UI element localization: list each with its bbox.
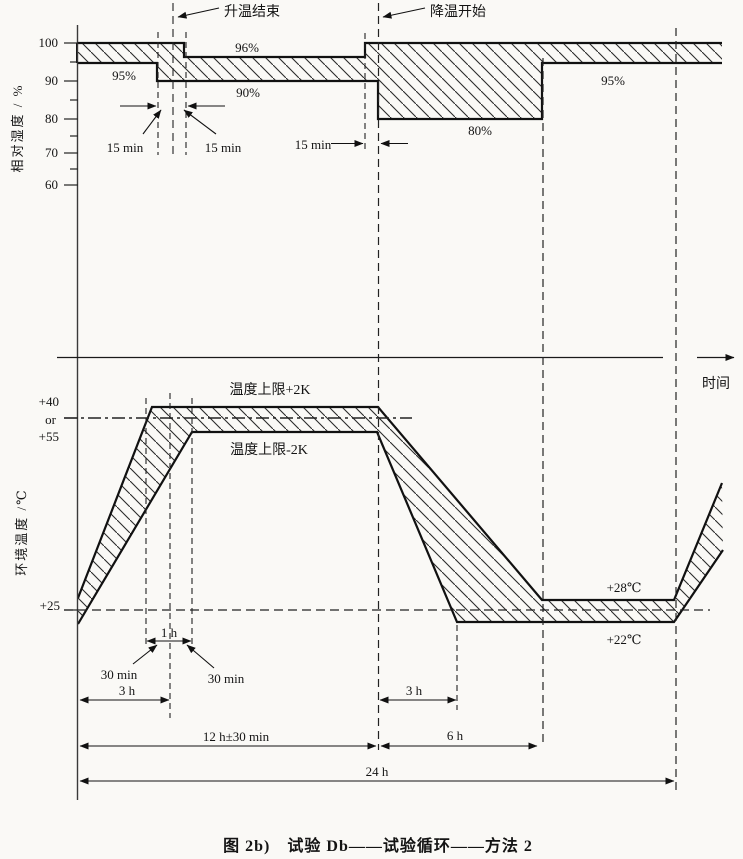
- humidity-tick-100: 100: [39, 35, 59, 50]
- dim-3h-right-label: 3 h: [406, 683, 423, 698]
- min30-right-label: 30 min: [208, 671, 245, 686]
- min15-a-label: 15 min: [107, 140, 144, 155]
- band-90-label: 90%: [236, 85, 260, 100]
- upper-minus2k-label: 温度上限-2K: [230, 442, 308, 458]
- reference-lines: [64, 3, 710, 792]
- min15b-leader: [183, 109, 217, 135]
- temp-tick-plus55: +55: [39, 429, 59, 444]
- t22-label: +22℃: [607, 632, 642, 647]
- fall-start-label: 降温开始: [430, 4, 486, 20]
- rise-end-label: 升温结束: [224, 4, 280, 20]
- band-95-left-label: 95%: [112, 68, 136, 83]
- humidity-tick-80: 80: [45, 111, 58, 126]
- dim-1h-label: 1 h: [161, 625, 178, 640]
- temp-tick-plus40: +40: [39, 394, 59, 409]
- humidity-axis-ticks: [64, 42, 78, 186]
- t28-label: +28℃: [607, 580, 642, 595]
- dimension-lines: [79, 637, 675, 785]
- humidity-band: [76, 41, 722, 121]
- upper-plus2k-label: 温度上限+2K: [229, 382, 310, 398]
- min30-left-label: 30 min: [101, 667, 138, 682]
- band-80-label: 80%: [468, 123, 492, 138]
- temperature-labels: 温度上限+2K 温度上限-2K +28℃ +22℃ 1 h 30 min 30 …: [101, 382, 642, 779]
- fall-start-leader-arrow: [382, 7, 426, 19]
- temperature-axis-label: 环境温度 /℃: [14, 488, 29, 575]
- dim-24h-label: 24 h: [366, 764, 389, 779]
- band-96-label: 96%: [235, 40, 259, 55]
- dim-12h-label: 12 h±30 min: [203, 729, 270, 744]
- temperature-axis-ticks: [64, 417, 78, 611]
- dim-3h-left-label: 3 h: [119, 683, 136, 698]
- humidity-axis-tick-labels: 100 90 80 70 60: [39, 35, 59, 192]
- rise-end-leader-arrow: [177, 7, 220, 19]
- humidity-tick-90: 90: [45, 73, 58, 88]
- figure-caption: 图 2b) 试验 Db——试验循环——方法 2: [223, 836, 533, 855]
- temp-tick-or: or: [45, 412, 57, 427]
- temp-tick-plus25: +25: [40, 598, 60, 613]
- humidity-tick-70: 70: [45, 145, 58, 160]
- min15-c-label: 15 min: [295, 137, 332, 152]
- min30-right-leader: [186, 644, 215, 669]
- temperature-band-fill: [78, 407, 723, 624]
- band-95-right-label: 95%: [601, 73, 625, 88]
- humidity-annotation-arrows: [120, 7, 426, 147]
- temperature-upper-limit-line: [76, 405, 724, 602]
- humidity-tick-60: 60: [45, 177, 58, 192]
- humidity-axis-label: 相对湿度 / %: [10, 84, 25, 173]
- min15-b-label: 15 min: [205, 140, 242, 155]
- temperature-axis-tick-labels: +40 or +55 +25: [39, 394, 60, 613]
- min15a-leader: [142, 109, 162, 135]
- min30-left-leader: [132, 644, 158, 665]
- humidity-labels: 升温结束 降温开始 95% 96% 90% 80% 95% 15 min 15 …: [107, 4, 625, 155]
- dim-6h-label: 6 h: [447, 728, 464, 743]
- humidity-upper-limit-line: [77, 41, 722, 59]
- time-axis-label: 时间: [702, 376, 730, 392]
